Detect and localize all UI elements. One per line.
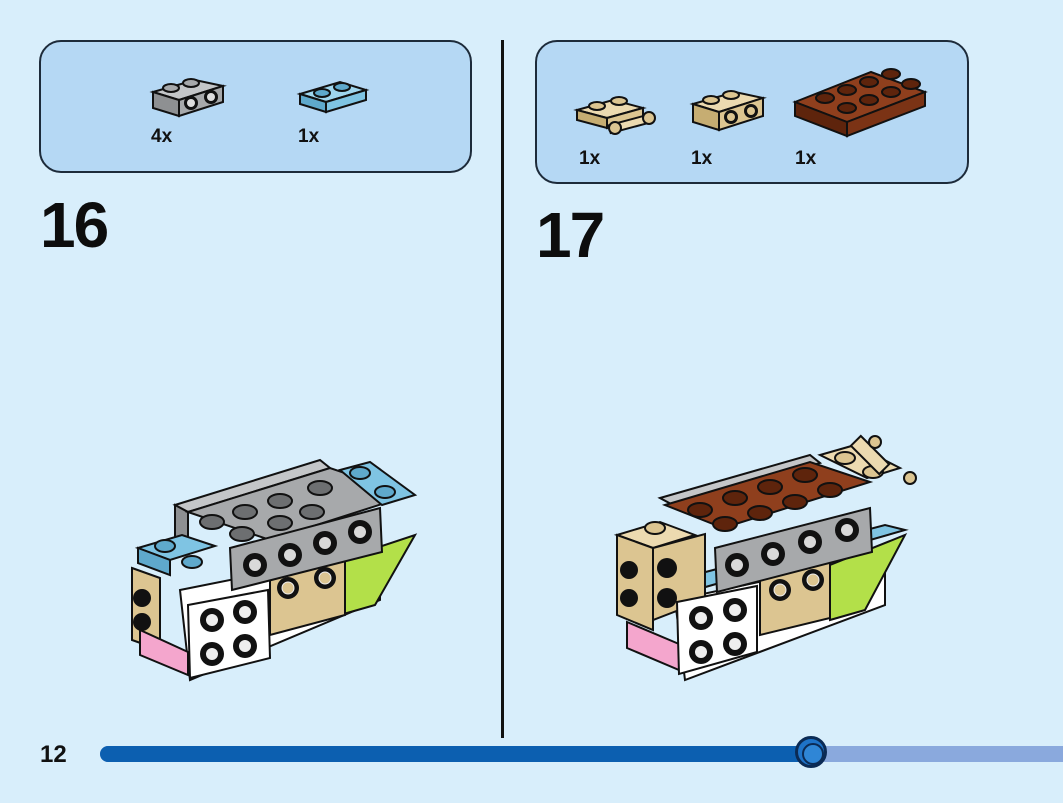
progress-fill: [100, 746, 813, 762]
step-number: 17: [536, 199, 605, 271]
tan-plate-with-handle-icon: [573, 96, 656, 135]
page-number: 12: [40, 741, 67, 768]
part-quantity: 1x: [298, 126, 320, 147]
part-quantity: 1x: [691, 148, 713, 169]
step-divider: [501, 40, 504, 738]
step-17-assembly-illustration: [613, 434, 917, 682]
progress-knob-icon: [795, 736, 827, 768]
step-number: 16: [40, 189, 109, 261]
tan-bracket-icon: [689, 90, 767, 132]
azure-plate-icon: [296, 80, 370, 114]
part-quantity: 1x: [795, 148, 817, 169]
light-gray-bracket-icon: [149, 78, 227, 118]
reddish-brown-plate-icon: [792, 68, 928, 138]
part-quantity: 1x: [579, 148, 601, 169]
parts-callout-step-16: 4x 1x: [39, 40, 472, 173]
parts-callout-step-17: 1x 1x 1x: [535, 40, 969, 184]
part-quantity: 4x: [151, 126, 173, 147]
step-16-assembly-illustration: [131, 458, 418, 682]
